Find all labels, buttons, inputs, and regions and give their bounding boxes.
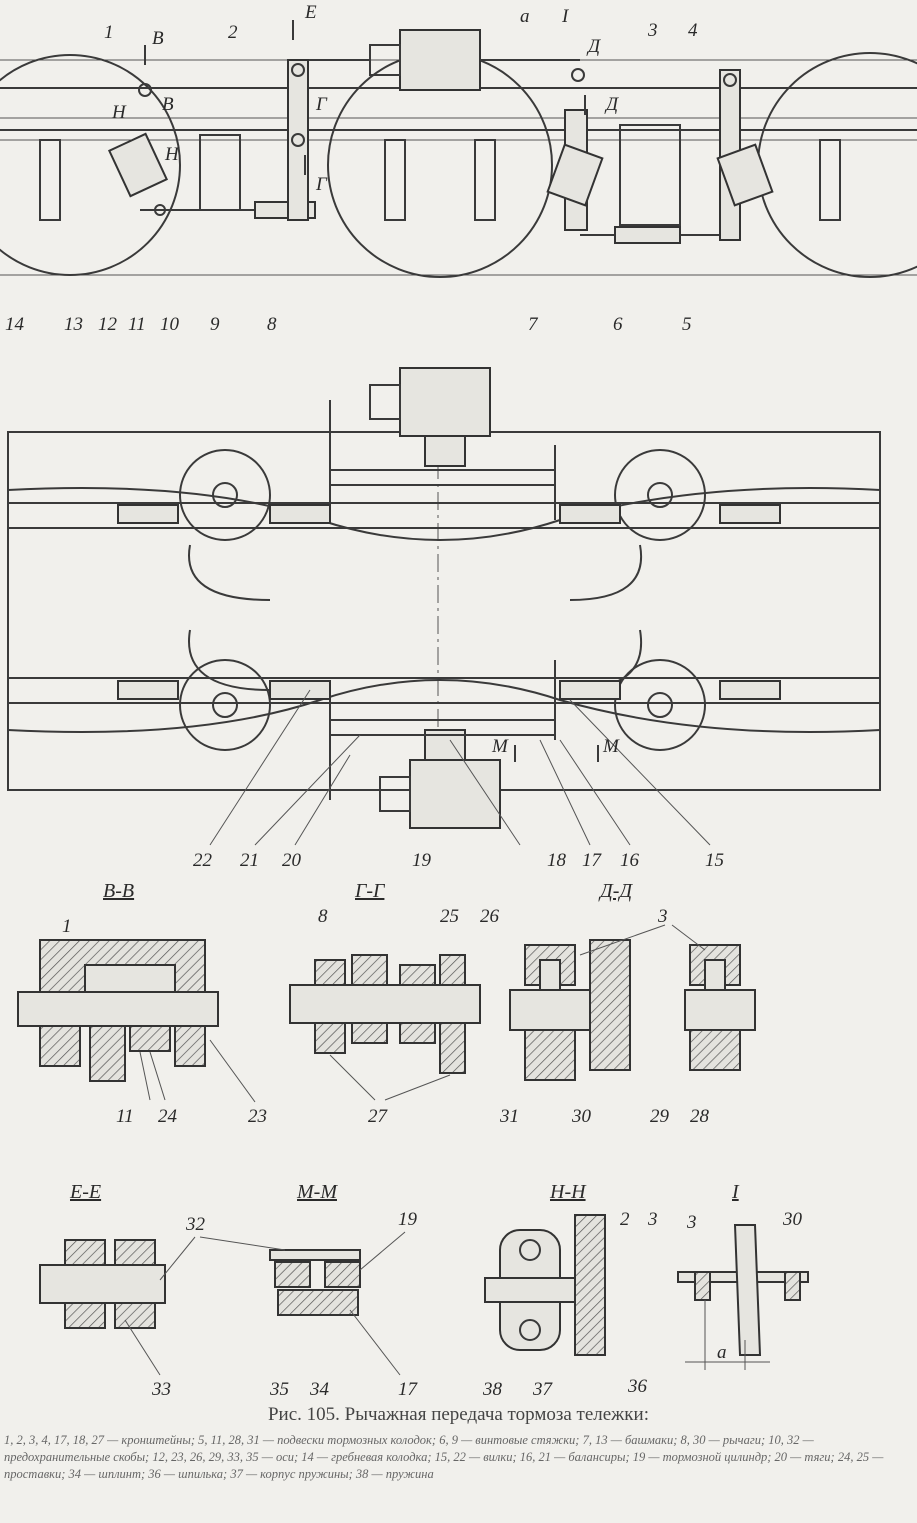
plan-view-labels: 22 21 20 19 18 17 16 15 М М [193,736,724,871]
side-view [0,20,917,278]
label-gg-8: 8 [318,906,328,927]
label-m-1: М [491,736,509,757]
label-vv-11: 11 [116,1106,134,1127]
label-17: 17 [582,850,603,871]
label-gg-25: 25 [440,906,459,927]
label-dd-30: 30 [571,1106,592,1127]
label-20: 20 [282,850,302,871]
section-v-v: В-В 1 11 24 23 [17,880,267,1127]
plan-view [7,367,881,846]
section-m-m: М-М 19 35 34 17 [199,1181,419,1400]
section-e-e-title: Е-Е [69,1181,101,1203]
label-vv-24: 24 [158,1106,178,1127]
label-mm-35: 35 [269,1379,289,1400]
label-i-3: 3 [686,1212,697,1233]
label-nn-2: 2 [620,1209,630,1230]
wheel-left [0,54,181,276]
section-n-n-title: Н-Н [549,1181,587,1203]
label-a: а [520,6,530,27]
label-dd-29: 29 [650,1106,670,1127]
label-2: 2 [228,22,238,43]
label-11: 11 [128,314,146,335]
label-gg-27: 27 [368,1106,389,1127]
detail-i-title: I [731,1181,740,1203]
label-mm-34: 34 [309,1379,330,1400]
label-n-2: Н [164,144,180,165]
section-d-d-title: Д-Д [598,880,633,902]
label-i-a: а [717,1342,727,1363]
section-d-d: Д-Д 3 31 30 29 28 [499,880,756,1127]
brake-cylinder-top [399,367,491,437]
label-1: 1 [104,22,114,43]
detail-i: I 3 30 а [677,1181,809,1370]
label-dd-28: 28 [690,1106,710,1127]
section-m-m-title: М-М [296,1181,338,1203]
label-6: 6 [613,314,623,335]
wheel-right [757,52,917,278]
label-4: 4 [688,20,698,41]
label-ee-32: 32 [185,1214,206,1235]
label-g-1: Г [315,94,328,115]
figure-caption: Рис. 105. Рычажная передача тормоза теле… [267,1404,649,1425]
label-g-2: Г [315,174,328,195]
label-8: 8 [267,314,277,335]
label-nn-37: 37 [532,1379,554,1400]
section-v-v-title: В-В [103,880,134,902]
label-21: 21 [240,850,259,871]
label-5: 5 [682,314,692,335]
label-mm-19: 19 [398,1209,418,1230]
label-i-30: 30 [782,1209,803,1230]
label-9: 9 [210,314,220,335]
brake-cylinder-bottom [409,759,501,829]
label-n-1: Н [111,102,127,123]
label-v-top: В [152,28,164,49]
label-22: 22 [193,850,213,871]
label-15: 15 [705,850,724,871]
section-g-g-title: Г-Г [354,880,386,902]
brake-cylinder-side [399,29,481,91]
brake-linkage-drawing: 1 2 В В Н Н Е Г Г а I Д Д 3 4 14 13 12 1… [0,2,917,1400]
label-7: 7 [528,314,539,335]
label-d-1: Д [586,36,601,57]
label-dd-3: 3 [657,906,668,927]
label-13: 13 [64,314,83,335]
label-gg-26: 26 [480,906,500,927]
label-e: Е [304,2,317,23]
label-18: 18 [547,850,567,871]
section-e-e: Е-Е 32 33 [39,1181,206,1400]
label-vv-23: 23 [248,1106,267,1127]
figure-legend: 1, 2, 3, 4, 17, 18, 27 — кронштейны; 5, … [4,1433,884,1481]
label-19: 19 [412,850,432,871]
label-i: I [561,6,570,27]
label-dd-31: 31 [499,1106,519,1127]
label-3: 3 [647,20,658,41]
section-n-n: Н-Н 2 3 38 37 36 [482,1181,658,1400]
label-d-2: Д [604,94,619,115]
label-ee-33: 33 [151,1379,171,1400]
label-10: 10 [160,314,180,335]
label-mm-17: 17 [398,1379,419,1400]
label-16: 16 [620,850,640,871]
label-vv-1: 1 [62,916,72,937]
label-nn-38: 38 [482,1379,503,1400]
label-12: 12 [98,314,118,335]
side-view-labels: 1 2 В В Н Н Е Г Г а I Д Д 3 4 14 13 12 1… [5,2,698,335]
label-m-2: М [602,736,620,757]
label-14: 14 [5,314,25,335]
section-g-g: Г-Г 8 25 26 27 [289,880,500,1127]
label-nn-3: 3 [647,1209,658,1230]
label-v-bottom: В [162,94,174,115]
label-nn-36: 36 [627,1376,648,1397]
